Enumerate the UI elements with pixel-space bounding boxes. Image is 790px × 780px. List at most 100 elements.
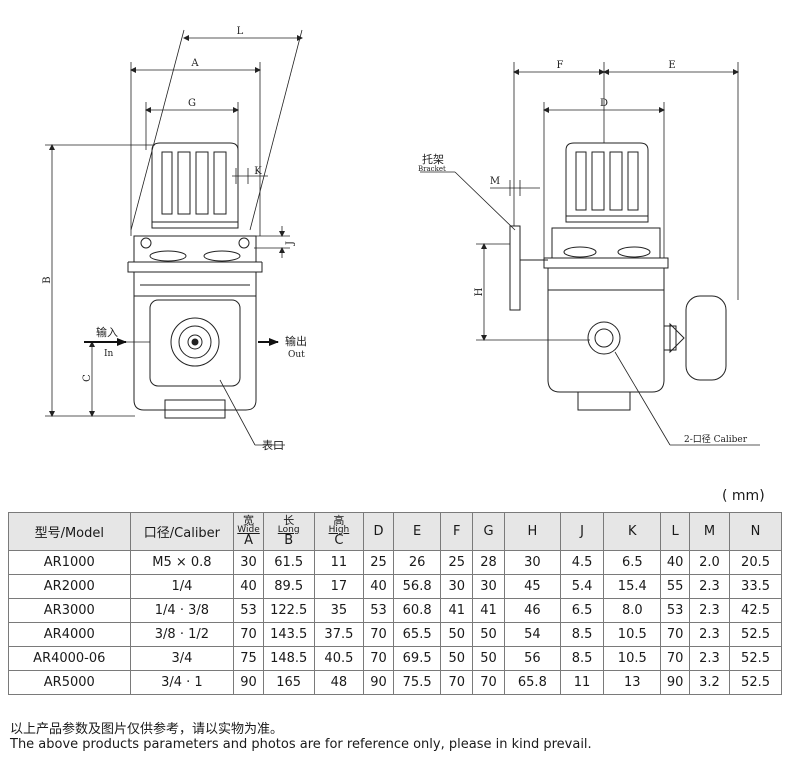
table-cell: 11 [313,550,365,575]
dim-label-E: E [668,60,675,71]
table-cell: M5 × 0.8 [129,550,235,575]
model-cell: AR3000 [8,598,131,623]
table-cell: 90 [363,670,394,695]
bracket-label-cn: 托架 [422,152,444,166]
table-cell: 50 [472,646,505,671]
technical-drawing: L A G K J B C 输入 In 输出 Out 表口 [42,26,760,452]
dim-label-L: L [237,26,244,37]
table-cell: 8.0 [603,598,662,623]
table-cell: 17 [313,574,365,599]
out-label-en: Out [288,350,305,360]
side-view [509,142,727,411]
table-cell: 56.8 [392,574,442,599]
table-cell: 40 [363,574,394,599]
header-l: L [660,512,690,551]
header-e: E [392,512,442,551]
table-cell: 26 [392,550,442,575]
table-cell: 70 [363,622,394,647]
table-cell: 3/8 · 1/2 [129,622,235,647]
table-cell: 2.3 [688,574,731,599]
table-cell: 70 [660,622,690,647]
dim-label-F: F [557,60,564,71]
table-cell: 41 [472,598,505,623]
table-cell: 3/4 · 1 [129,670,235,695]
table-cell: 20.5 [729,550,782,575]
table-cell: 48 [313,670,365,695]
table-cell: 55 [660,574,690,599]
table-cell: 52.5 [729,670,782,695]
table-cell: 75.5 [392,670,442,695]
table-cell: 11 [559,670,605,695]
table-cell: 40 [660,550,690,575]
table-cell: 15.4 [603,574,662,599]
table-cell: 60.8 [392,598,442,623]
in-label-en: In [104,349,114,359]
table-cell: 56 [503,646,561,671]
table-cell: 30 [440,574,474,599]
table-cell: 70 [233,622,264,647]
table-cell: 53 [660,598,690,623]
gauge-port-label: 表口 [262,438,284,452]
model-cell: AR1000 [8,550,131,575]
dim-label-D: D [600,98,608,109]
table-cell: 52.5 [729,622,782,647]
front-view-dimensions [45,29,303,446]
table-cell: 1/4 [129,574,235,599]
table-cell: 35 [313,598,365,623]
table-cell: 52.5 [729,646,782,671]
out-label-cn: 输出 [285,334,307,348]
table-cell: 53 [363,598,394,623]
table-cell: 33.5 [729,574,782,599]
table-cell: 46 [503,598,561,623]
table-cell: 61.5 [262,550,315,575]
unit-label: ( mm) [722,488,765,504]
header-model: 型号/Model [8,512,131,551]
table-cell: 5.4 [559,574,605,599]
model-cell: AR5000 [8,670,131,695]
table-cell: 2.3 [688,598,731,623]
table-cell: 3.2 [688,670,731,695]
dim-label-C: C [82,374,93,382]
table-cell: 70 [660,646,690,671]
table-cell: 30 [503,550,561,575]
table-cell: 25 [440,550,474,575]
header-g: G [472,512,505,551]
front-view [127,142,263,419]
table-cell: 90 [233,670,264,695]
table-cell: 6.5 [559,598,605,623]
table-cell: 10.5 [603,646,662,671]
in-label-cn: 输入 [96,325,118,339]
header-j: J [559,512,605,551]
dim-label-A: A [190,58,199,69]
dim-label-J: J [285,241,296,246]
table-cell: 1/4 · 3/8 [129,598,235,623]
header-f: F [440,512,474,551]
table-cell: 54 [503,622,561,647]
table-cell: 165 [262,670,315,695]
table-cell: 2.0 [688,550,731,575]
table-cell: 10.5 [603,622,662,647]
table-cell: 70 [472,670,505,695]
dim-label-B: B [42,276,53,283]
model-cell: AR4000 [8,622,131,647]
header-n: N [729,512,782,551]
header-caliber: 口径/Caliber [129,512,235,551]
table-cell: 70 [363,646,394,671]
table-cell: 89.5 [262,574,315,599]
note-english: The above products parameters and photos… [10,737,592,752]
table-cell: 37.5 [313,622,365,647]
table-cell: 28 [472,550,505,575]
table-cell: 41 [440,598,474,623]
table-cell: 40.5 [313,646,365,671]
table-cell: 2.3 [688,646,731,671]
